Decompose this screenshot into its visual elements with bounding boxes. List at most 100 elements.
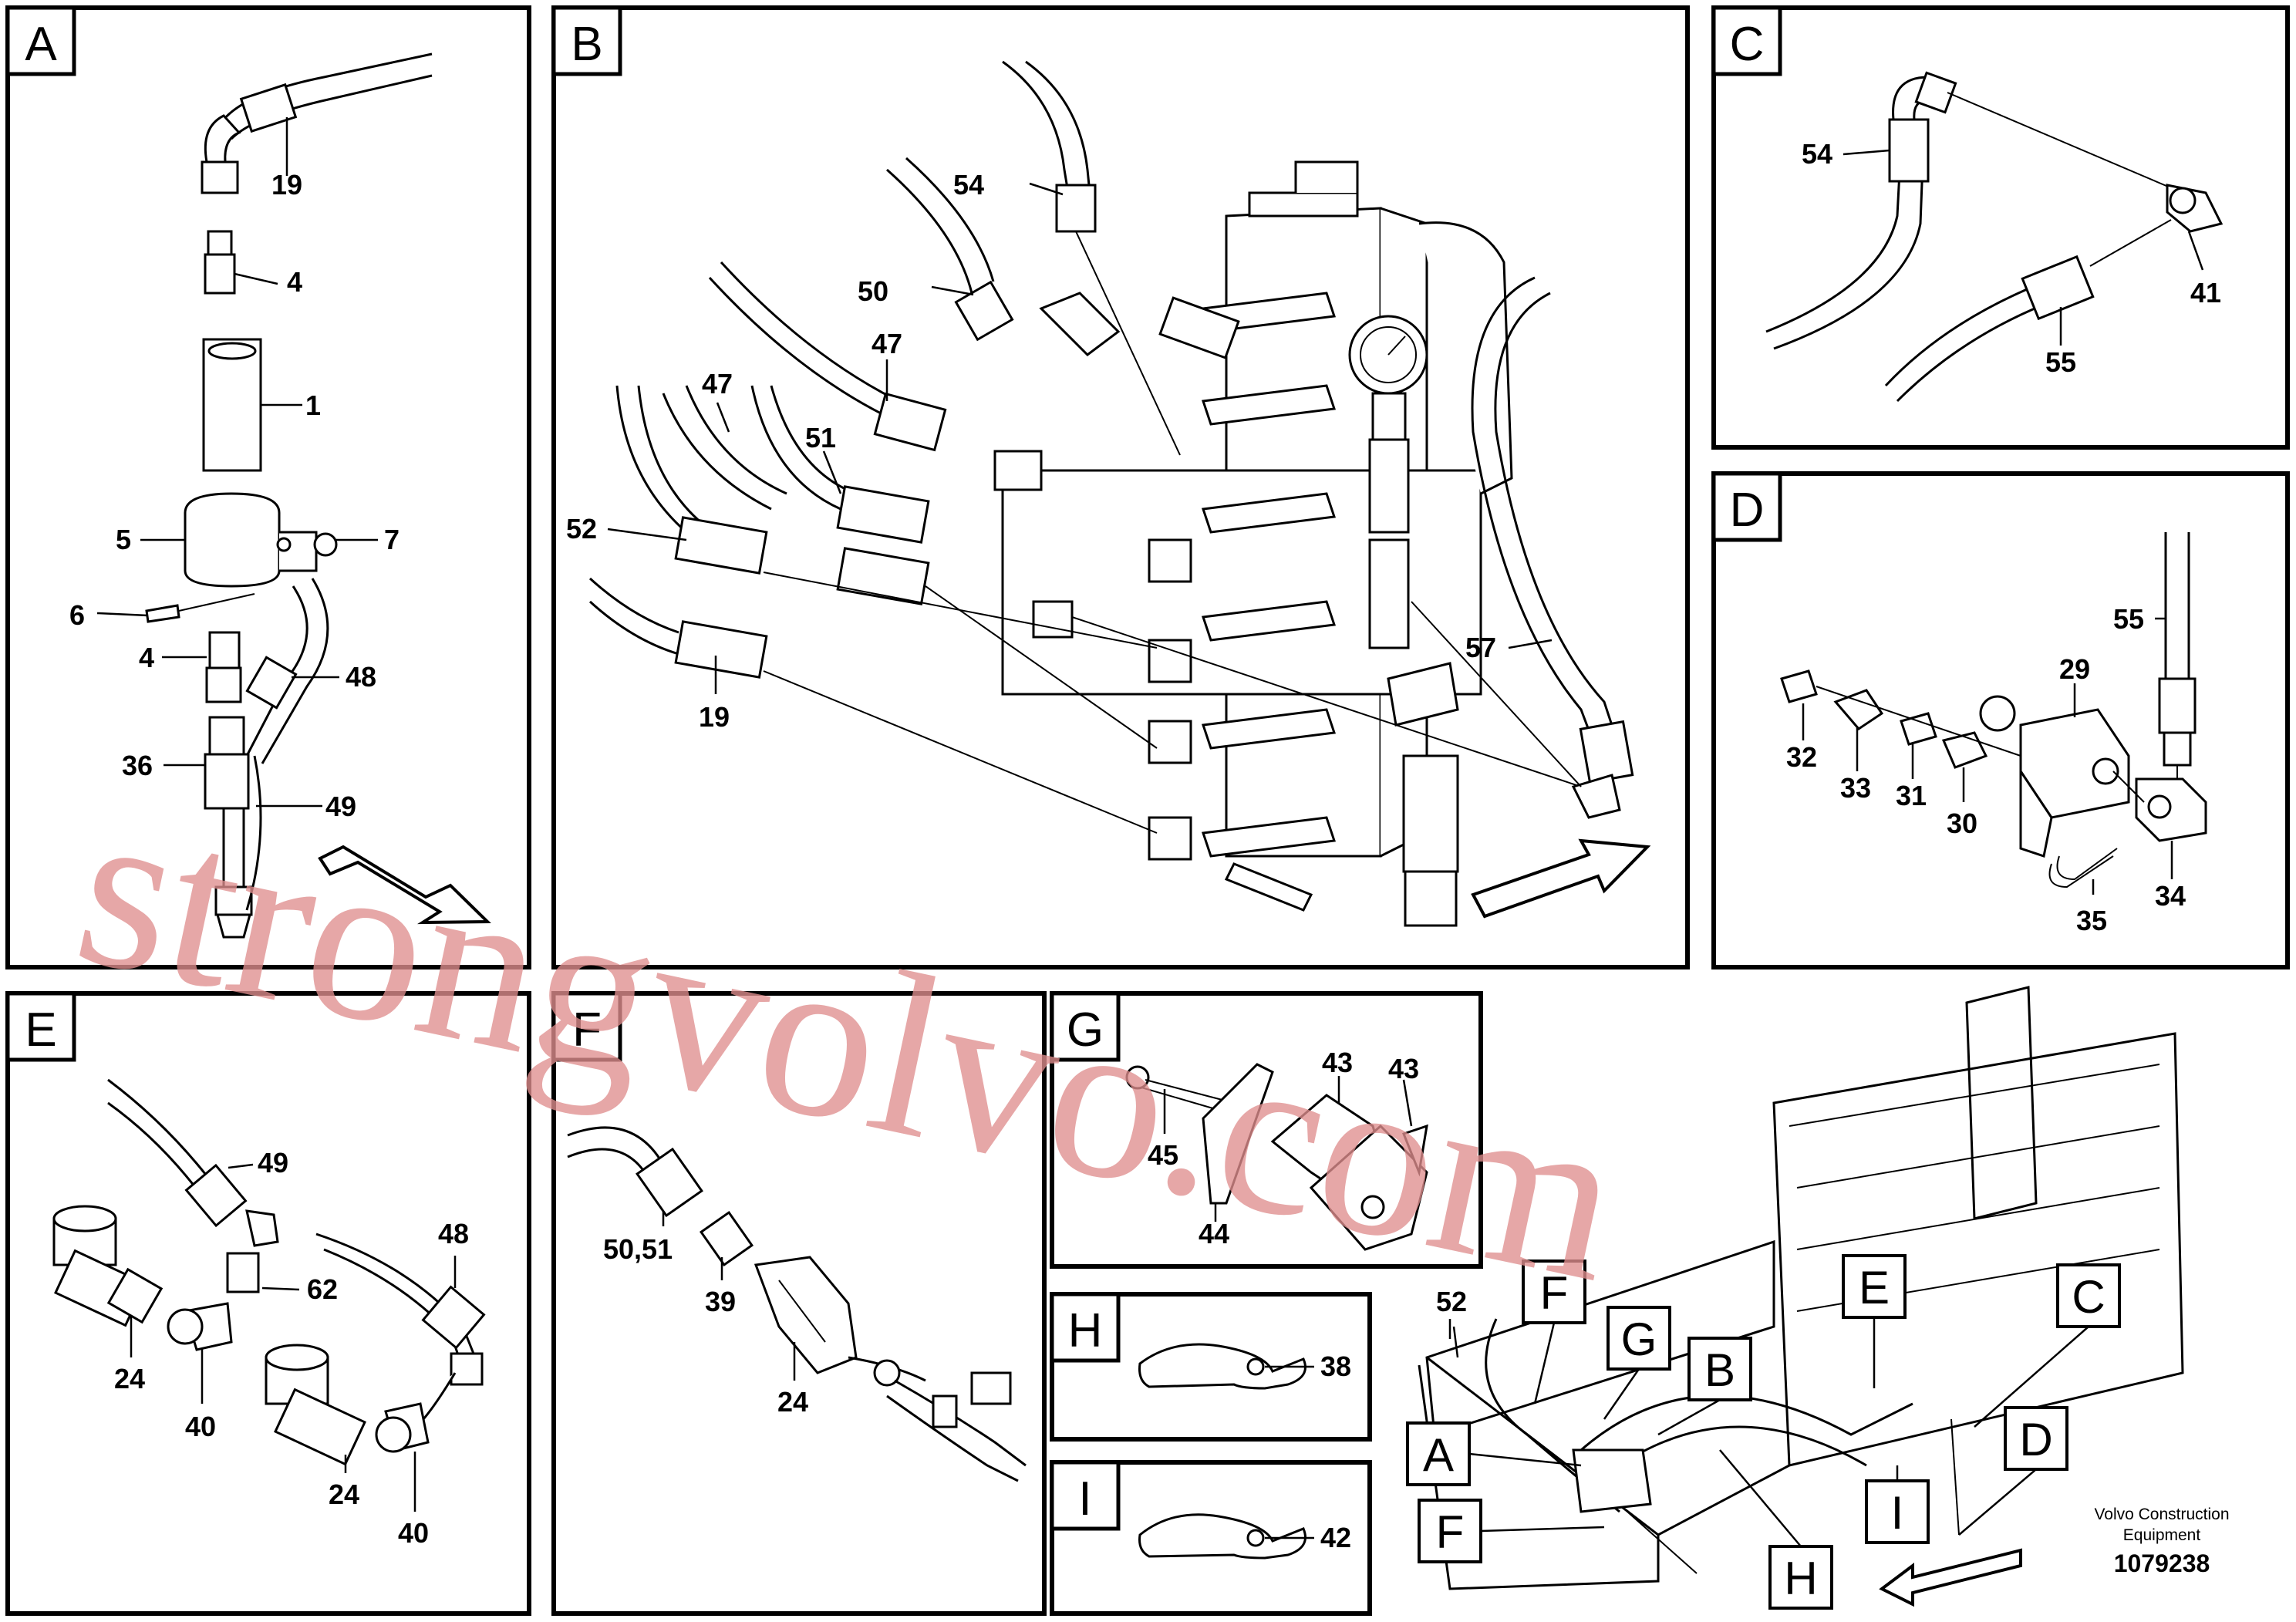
panel-d-frame — [1711, 471, 2290, 969]
panel-a-tag: A — [5, 5, 76, 76]
part-number-a-3: 5 — [116, 524, 131, 555]
part-number-d-4: 31 — [1896, 780, 1927, 811]
panel-a-letter: A — [25, 18, 57, 71]
panel-c-frame — [1711, 5, 2290, 450]
panel-i-tag: I — [1050, 1460, 1121, 1531]
part-number-f-0: 50,51 — [603, 1233, 673, 1265]
part-number-b-0: 54 — [953, 169, 984, 201]
overview-tag-letter-1: G — [1621, 1313, 1657, 1365]
panel-b-drawing — [588, 60, 1651, 927]
overview-tag-g: G — [1607, 1306, 1671, 1371]
overview-tag-c: C — [2056, 1263, 2121, 1328]
overview-tag-letter-5: A — [1423, 1429, 1454, 1481]
part-number-c-0: 54 — [1802, 138, 1832, 170]
part-number-d-3: 33 — [1840, 772, 1871, 804]
part-number-a-5: 6 — [69, 599, 85, 631]
part-number-d-5: 30 — [1947, 808, 1977, 839]
part-number-d-2: 32 — [1786, 741, 1817, 773]
panel-h-tag: H — [1050, 1292, 1121, 1363]
overview-tag-letter-2: B — [1704, 1344, 1735, 1396]
panel-g-letter: G — [1067, 1003, 1104, 1057]
part-number-b-6: 57 — [1465, 632, 1496, 663]
panel-f-frame — [551, 991, 1047, 1616]
manufacturer-name-line2: Equipment — [2123, 1526, 2201, 1544]
document-number: 1079238 — [2114, 1549, 2210, 1577]
panel-d-drawing — [1780, 532, 2207, 889]
part-number-h-0: 38 — [1320, 1351, 1351, 1382]
panel-g-tag: G — [1050, 991, 1121, 1062]
part-number-a-0: 19 — [271, 169, 302, 201]
panel-f-drawing — [567, 1126, 1027, 1482]
overview-tag-letter-4: C — [2072, 1271, 2105, 1323]
panel-f-tag: F — [551, 991, 622, 1062]
part-number-b-2: 47 — [872, 328, 902, 359]
part-number-a-6: 4 — [139, 642, 154, 673]
panel-g-frame — [1050, 991, 1483, 1269]
panel-b-tag: B — [551, 5, 622, 76]
panel-c-tag: C — [1711, 5, 1782, 76]
part-number-g-1: 43 — [1388, 1053, 1419, 1084]
part-number-a-1: 4 — [287, 266, 302, 298]
part-number-b-5: 52 — [566, 513, 597, 545]
panel-e-frame — [5, 991, 531, 1616]
part-number-c-1: 41 — [2190, 277, 2221, 309]
panel-i-frame — [1050, 1460, 1372, 1616]
overview-tag-letter-7: F — [1436, 1506, 1465, 1558]
part-number-b-1: 50 — [858, 275, 888, 307]
part-number-e-1: 48 — [438, 1218, 469, 1249]
part-number-f-2: 24 — [777, 1386, 808, 1418]
overview-tag-h: H — [1768, 1545, 1833, 1610]
panel-c-drawing — [1765, 71, 2224, 403]
overview-tag-letter-3: E — [1859, 1262, 1890, 1313]
part-number-d-6: 34 — [2155, 880, 2186, 912]
part-number-f-1: 39 — [705, 1286, 736, 1317]
part-number-a-9: 49 — [325, 791, 356, 822]
overview-tag-letter-6: D — [2019, 1414, 2052, 1465]
part-number-b-3: 47 — [702, 368, 733, 400]
machine-overview-drawing — [1418, 986, 2184, 1607]
panel-b-frame — [551, 5, 1690, 969]
part-number-e-2: 62 — [307, 1273, 338, 1305]
panel-i-drawing — [1138, 1513, 1306, 1560]
part-number-i-0: 42 — [1320, 1522, 1351, 1553]
part-number-c-2: 55 — [2045, 346, 2076, 378]
part-number-e-4: 40 — [185, 1411, 216, 1442]
panel-b-letter: B — [571, 18, 602, 71]
part-callouts: 19 4 1 5 7 6 4 48 36 49 54 50 47 47 51 5… — [69, 117, 2221, 1553]
panel-d-letter: D — [1730, 484, 1765, 537]
part-number-d-7: 35 — [2076, 905, 2107, 936]
panel-h-letter: H — [1068, 1304, 1103, 1357]
panel-a-drawing — [145, 52, 491, 939]
part-number-b-4: 51 — [805, 422, 836, 454]
part-number-g-0: 43 — [1322, 1047, 1353, 1078]
panel-e-tag: E — [5, 991, 76, 1062]
panel-e-letter: E — [25, 1003, 56, 1057]
panel-c-letter: C — [1730, 18, 1765, 71]
panel-i-letter: I — [1078, 1472, 1091, 1526]
overview-tag-d: D — [2004, 1406, 2068, 1471]
overview-tag-letter-8: I — [1891, 1487, 1904, 1539]
panel-e-drawing — [52, 1078, 486, 1466]
overview-tag-a: A — [1406, 1421, 1471, 1486]
part-number-d-1: 29 — [2059, 653, 2090, 685]
overview-tag-letter-0: F — [1540, 1267, 1569, 1319]
manufacturer-name: Volvo Construction — [2094, 1506, 2229, 1523]
overview-tag-b: B — [1687, 1337, 1752, 1401]
overview-tag-i: I — [1865, 1479, 1930, 1544]
panel-a-frame — [5, 5, 531, 969]
panel-f-letter: F — [572, 1003, 602, 1057]
part-number-e-0: 49 — [258, 1147, 288, 1179]
panel-h-frame — [1050, 1292, 1372, 1442]
part-number-e-3: 24 — [114, 1363, 145, 1394]
part-number-e-5: 24 — [329, 1479, 359, 1510]
part-number-e-6: 40 — [398, 1517, 429, 1549]
panel-d-tag: D — [1711, 471, 1782, 542]
panel-g-drawing — [1125, 1063, 1428, 1251]
overview-tag-e: E — [1842, 1254, 1907, 1319]
overview-tag-f-bottom: F — [1418, 1499, 1482, 1563]
part-number-g-3: 44 — [1199, 1218, 1229, 1249]
overview-part-number-0: 52 — [1436, 1286, 1467, 1317]
part-number-b-7: 19 — [699, 701, 730, 733]
part-number-g-2: 45 — [1148, 1139, 1178, 1171]
